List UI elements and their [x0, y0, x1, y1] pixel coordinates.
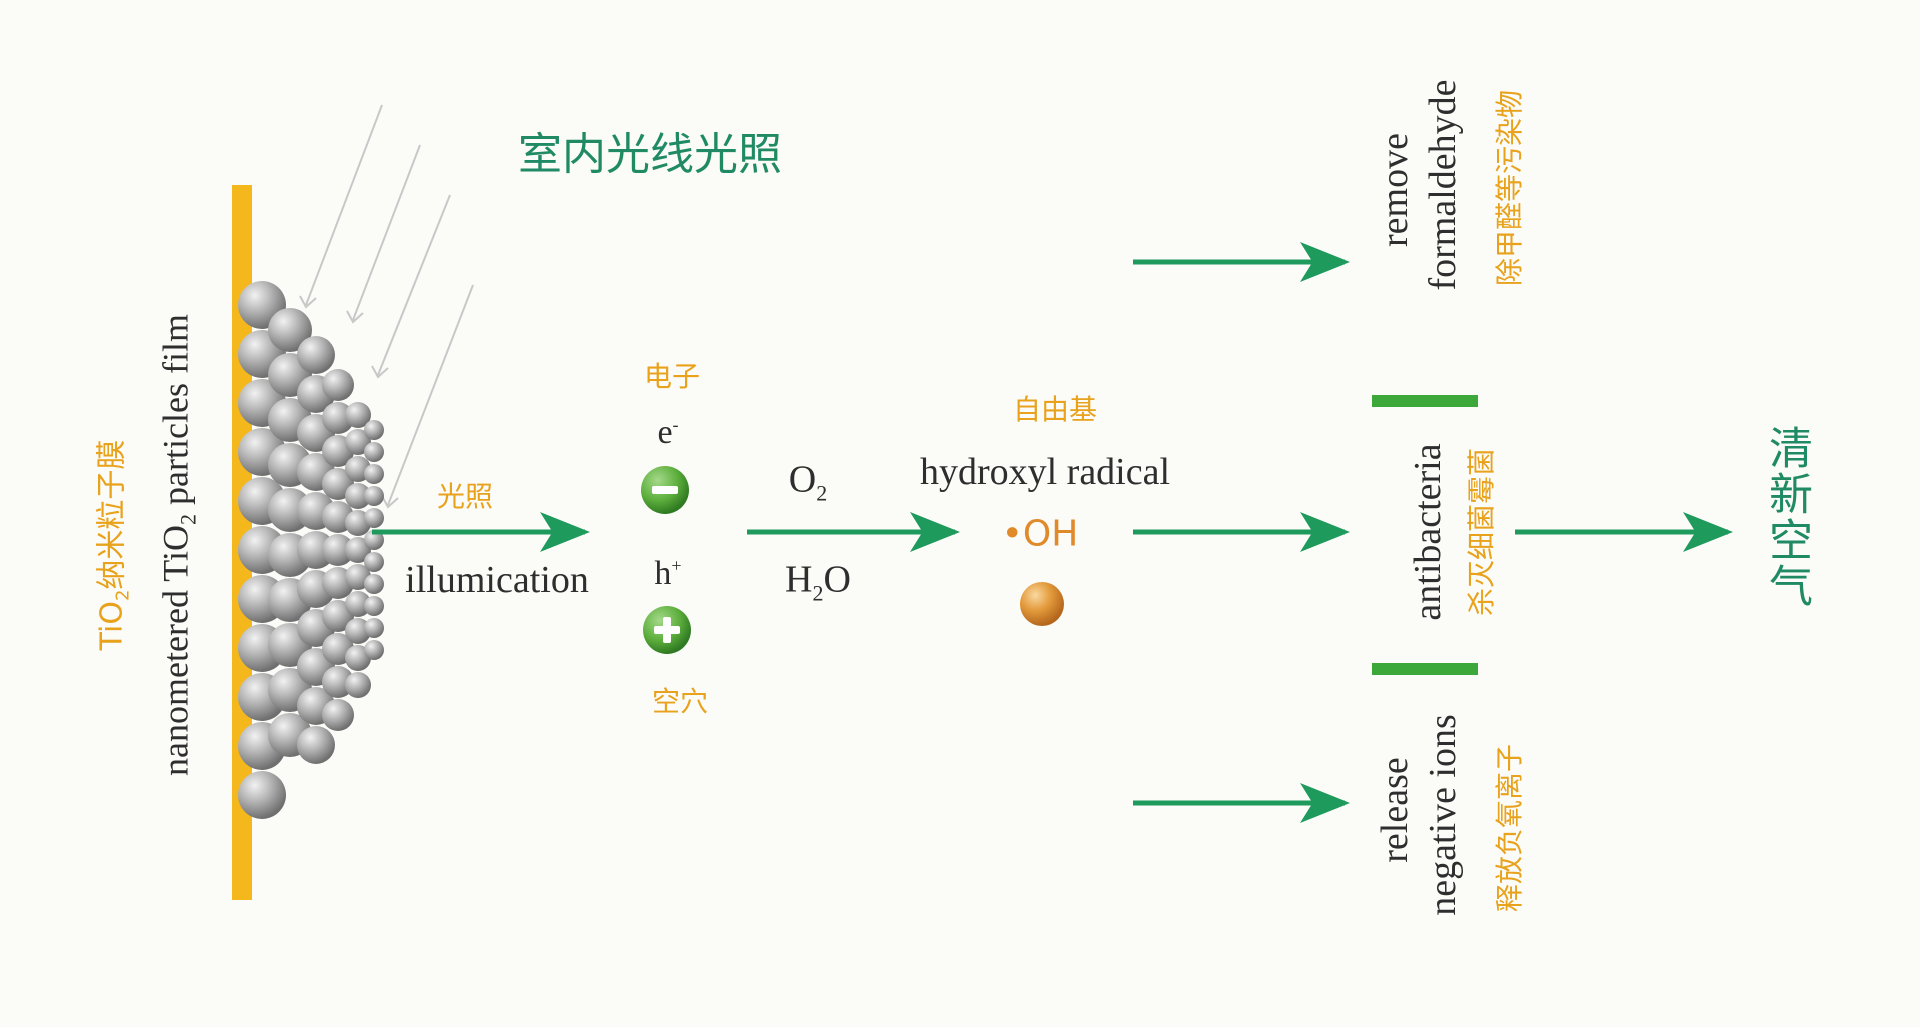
effect-antibacteria: antibacteria — [1407, 443, 1449, 621]
separator-bar — [1372, 395, 1478, 407]
electron-symbol-sup: - — [672, 414, 679, 435]
radical-label-en: hydroxyl radical — [919, 451, 1171, 493]
radical-sphere — [1020, 582, 1064, 626]
light-ray-head — [299, 295, 317, 309]
o2-main: O — [788, 458, 817, 501]
tio2-particle — [345, 618, 371, 644]
tio2-particle — [322, 534, 354, 566]
tio2-particle — [364, 420, 384, 440]
tio2-particle — [364, 508, 384, 528]
tio2-particle — [345, 429, 371, 455]
film-label-en-sub: 2 — [175, 513, 201, 525]
tio2-particle — [345, 483, 371, 509]
tio2-particle — [268, 308, 312, 352]
h2o-sub: 2 — [812, 580, 824, 606]
effect-release-line1: release — [1374, 757, 1416, 863]
h2o-label: H2O — [785, 558, 851, 607]
h2o-pre: H — [785, 558, 813, 601]
effect-release-line2: negative ions — [1422, 714, 1464, 916]
light-ray — [352, 144, 421, 321]
minus-circle-icon — [641, 466, 689, 514]
flow-arrows — [372, 242, 1733, 823]
o2-sub: 2 — [816, 480, 828, 506]
light-ray — [305, 104, 383, 306]
tio2-particle — [364, 640, 384, 660]
light-ray-head — [371, 365, 389, 379]
tio2-particle — [345, 537, 371, 563]
light-rays — [299, 104, 474, 509]
light-ray — [377, 194, 451, 376]
h2o-post: O — [823, 558, 851, 601]
hole-symbol: h+ — [654, 555, 681, 593]
film-label-en-prefix: nanometered TiO — [155, 524, 196, 776]
film-label-en-suffix: particles film — [155, 314, 196, 514]
hole-symbol-main: h — [654, 555, 672, 592]
tio2-particle — [345, 591, 371, 617]
separator-bar — [1372, 663, 1478, 675]
film-label-cn: TiO2纳米粒子膜 — [87, 440, 134, 651]
hole-label-cn: 空穴 — [651, 685, 709, 718]
light-ray-head — [381, 495, 399, 509]
film-label-cn-prefix: TiO — [94, 601, 130, 651]
film-label-cn-suffix: 纳米粒子膜 — [94, 439, 130, 590]
tio2-particle — [322, 699, 354, 731]
tio2-particle — [364, 618, 384, 638]
tio2-particle — [364, 596, 384, 616]
effect-remove-line2: formaldehyde — [1422, 79, 1464, 291]
result-label: 清新空气 — [1761, 425, 1812, 609]
effect-release-cn: 释放负氧离子 — [1493, 743, 1526, 913]
effect-antibacteria-cn: 杀灭细菌霉菌 — [1465, 447, 1498, 617]
tio2-particles — [238, 281, 384, 819]
electron-symbol: e- — [657, 414, 678, 452]
tio2-particle — [322, 369, 354, 401]
o2-label: O2 — [789, 458, 827, 507]
electron-label-cn: 电子 — [643, 360, 701, 393]
tio2-particle — [345, 402, 371, 428]
radical-formula: •OH — [1001, 513, 1079, 555]
tio2-particle — [364, 552, 384, 572]
tio2-particle — [238, 771, 286, 819]
effect-remove-line1: remove — [1374, 133, 1416, 247]
tio2-particle — [364, 464, 384, 484]
film-label-cn-sub: 2 — [112, 589, 134, 602]
radical-label-cn: 自由基 — [1012, 393, 1098, 426]
tio2-particle — [364, 574, 384, 594]
tio2-particle — [364, 442, 384, 462]
effect-remove-cn: 除甲醛等污染物 — [1493, 89, 1526, 287]
hole-symbol-sup: + — [671, 555, 682, 576]
film-label-en: nanometered TiO2 particles film — [154, 314, 201, 776]
light-ray-head — [346, 310, 364, 324]
tio2-particle — [297, 336, 335, 374]
tio2-particle — [364, 486, 384, 506]
indoor-light-label: 室内光线光照 — [518, 129, 782, 180]
tio2-particle — [297, 726, 335, 764]
light-ray — [387, 284, 474, 506]
illumination-label-en: illumication — [405, 559, 589, 601]
electron-symbol-main: e — [657, 414, 673, 451]
tio2-particle — [364, 530, 384, 550]
plus-circle-icon — [643, 606, 691, 654]
tio2-particle — [345, 672, 371, 698]
illumination-label-cn: 光照 — [436, 480, 494, 513]
